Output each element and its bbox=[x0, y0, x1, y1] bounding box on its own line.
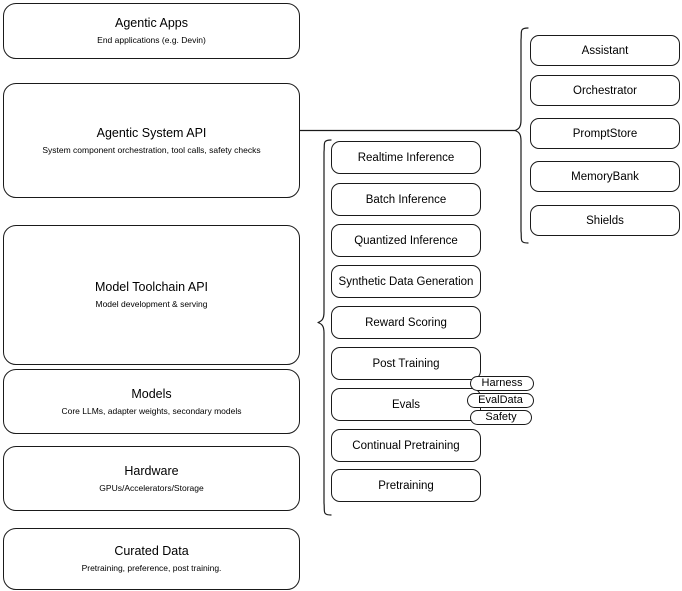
layer-hardware[interactable]: Hardware GPUs/Accelerators/Storage bbox=[3, 446, 300, 511]
layer-title: Model Toolchain API bbox=[94, 280, 209, 294]
chip-shields[interactable]: Shields bbox=[530, 205, 680, 236]
chip-batch-inference[interactable]: Batch Inference bbox=[331, 183, 481, 216]
chip-pretraining[interactable]: Pretraining bbox=[331, 469, 481, 502]
badge-label: Safety bbox=[485, 411, 517, 423]
layer-subtitle: Core LLMs, adapter weights, secondary mo… bbox=[61, 405, 242, 416]
badge-harness[interactable]: Harness bbox=[470, 376, 534, 391]
badge-safety[interactable]: Safety bbox=[470, 410, 532, 425]
chip-evals[interactable]: Evals bbox=[331, 388, 481, 421]
chip-orchestrator[interactable]: Orchestrator bbox=[530, 75, 680, 106]
layer-subtitle: End applications (e.g. Devin) bbox=[97, 35, 206, 45]
chip-reward-scoring[interactable]: Reward Scoring bbox=[331, 306, 481, 339]
layer-title: Curated Data bbox=[114, 544, 189, 558]
layer-model-toolchain-api[interactable]: Model Toolchain API Model development & … bbox=[3, 225, 300, 365]
layer-subtitle: GPUs/Accelerators/Storage bbox=[99, 482, 204, 493]
layer-subtitle: Model development & serving bbox=[95, 299, 208, 309]
chip-synthetic-data-generation[interactable]: Synthetic Data Generation bbox=[331, 265, 481, 298]
layer-curated-data[interactable]: Curated Data Pretraining, preference, po… bbox=[3, 528, 300, 590]
layer-subtitle: System component orchestration, tool cal… bbox=[42, 144, 261, 155]
chip-label: Continual Pretraining bbox=[352, 439, 460, 452]
chip-label: Assistant bbox=[581, 44, 629, 57]
model-toolchain-brace bbox=[317, 139, 332, 516]
badge-evaldata[interactable]: EvalData bbox=[467, 393, 534, 408]
layer-agentic-apps[interactable]: Agentic Apps End applications (e.g. Devi… bbox=[3, 3, 300, 59]
layer-agentic-system-api[interactable]: Agentic System API System component orch… bbox=[3, 83, 300, 198]
chip-label: Realtime Inference bbox=[357, 151, 455, 164]
layer-models[interactable]: Models Core LLMs, adapter weights, secon… bbox=[3, 369, 300, 434]
chip-label: PromptStore bbox=[572, 127, 638, 140]
layer-title: Models bbox=[131, 386, 172, 401]
chip-assistant[interactable]: Assistant bbox=[530, 35, 680, 66]
chip-label: Synthetic Data Generation bbox=[338, 275, 474, 288]
layer-title: Agentic System API bbox=[96, 125, 207, 140]
layer-subtitle: Pretraining, preference, post training. bbox=[81, 563, 222, 573]
chip-label: Batch Inference bbox=[365, 193, 447, 206]
agentic-system-brace bbox=[514, 27, 529, 244]
chip-quantized-inference[interactable]: Quantized Inference bbox=[331, 224, 481, 257]
chip-memorybank[interactable]: MemoryBank bbox=[530, 161, 680, 192]
chip-label: MemoryBank bbox=[571, 170, 639, 183]
badge-label: Harness bbox=[481, 377, 523, 389]
chip-promptstore[interactable]: PromptStore bbox=[530, 118, 680, 149]
chip-label: Orchestrator bbox=[573, 84, 637, 97]
layer-title: Hardware bbox=[124, 463, 179, 478]
badge-label: EvalData bbox=[478, 394, 523, 406]
chip-label: Reward Scoring bbox=[365, 316, 447, 329]
chip-continual-pretraining[interactable]: Continual Pretraining bbox=[331, 429, 481, 462]
chip-label: Shields bbox=[586, 214, 624, 227]
chip-label: Evals bbox=[391, 398, 421, 411]
chip-label: Pretraining bbox=[378, 479, 434, 492]
chip-post-training[interactable]: Post Training bbox=[331, 347, 481, 380]
chip-label: Post Training bbox=[372, 357, 440, 370]
layer-title: Agentic Apps bbox=[115, 16, 188, 30]
chip-label: Quantized Inference bbox=[354, 234, 458, 247]
chip-realtime-inference[interactable]: Realtime Inference bbox=[331, 141, 481, 174]
